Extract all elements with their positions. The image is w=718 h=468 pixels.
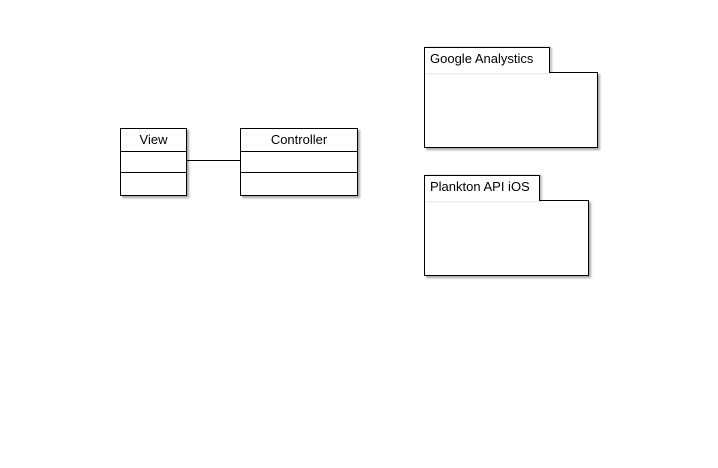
package-plankton-api-ios-name: Plankton API iOS — [424, 175, 540, 201]
class-controller-operations — [241, 173, 357, 195]
class-view-operations — [121, 173, 186, 195]
package-google-analystics-name: Google Analystics — [424, 47, 550, 73]
class-view[interactable]: View — [120, 128, 187, 196]
class-view-name: View — [121, 129, 186, 152]
package-google-analystics-body — [424, 72, 598, 148]
package-plankton-api-ios-body — [424, 200, 589, 276]
package-google-analystics[interactable]: Google Analystics — [424, 47, 598, 148]
class-controller[interactable]: Controller — [240, 128, 358, 196]
class-controller-attributes — [241, 152, 357, 173]
class-controller-name: Controller — [241, 129, 357, 152]
association-view-controller[interactable] — [187, 160, 240, 161]
class-view-attributes — [121, 152, 186, 173]
package-plankton-api-ios[interactable]: Plankton API iOS — [424, 175, 589, 276]
